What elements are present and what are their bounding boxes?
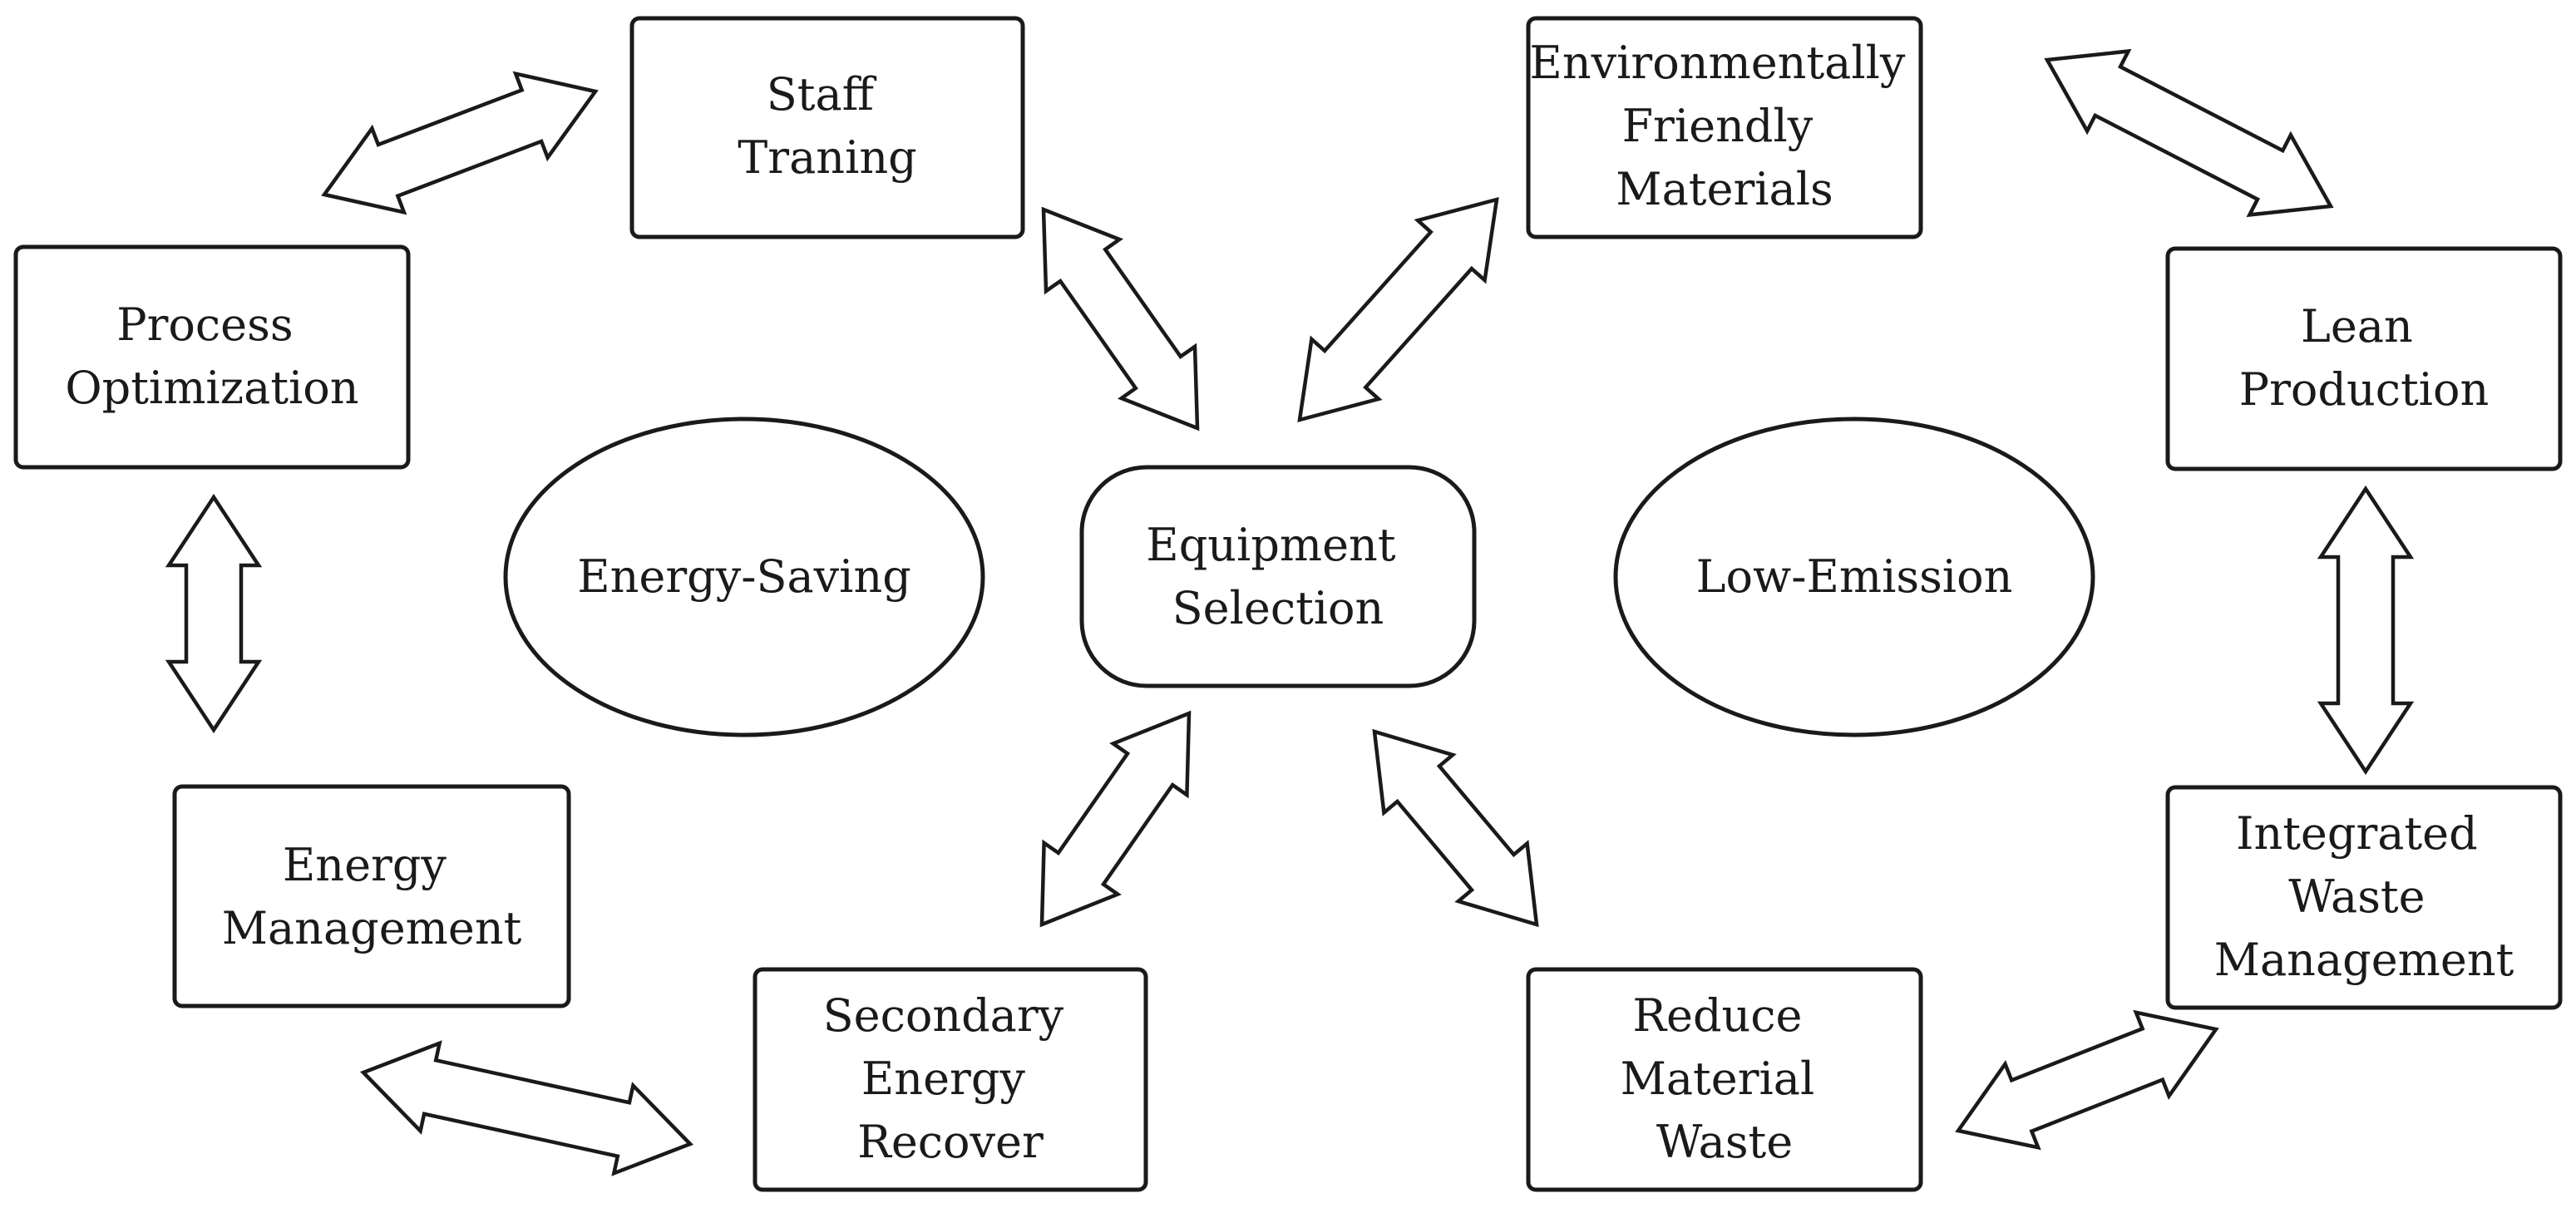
node-label-line: Production bbox=[2239, 363, 2490, 416]
node-low-emission: Low-Emission bbox=[1613, 417, 2095, 737]
node-lean-production: Lean Production bbox=[2165, 246, 2563, 471]
node-label-line: Materials bbox=[1616, 163, 1833, 215]
node-label-line: Energy bbox=[861, 1053, 1026, 1105]
node-label-line: Secondary bbox=[823, 989, 1064, 1042]
node-label-line: Traning bbox=[738, 131, 916, 184]
node-environmentally-friendly-materials: Environmentally Friendly Materials bbox=[1526, 16, 1923, 239]
arrow-lean-to-waste bbox=[2317, 485, 2415, 776]
node-label-line: Equipment bbox=[1146, 519, 1396, 571]
arrow-process-to-staff bbox=[321, 71, 599, 215]
node-energy-saving: Energy-Saving bbox=[503, 417, 985, 737]
arrow-reduce-waste-to-integrated bbox=[1955, 1009, 2219, 1151]
node-label-line: Material bbox=[1621, 1053, 1815, 1105]
node-staff-training: Staff Traning bbox=[629, 16, 1025, 239]
arrow-energy-management-to-secondary bbox=[360, 1040, 693, 1176]
svg-text:Staff Traning: Staff Traning bbox=[738, 68, 916, 184]
svg-text:Low-Emission: Low-Emission bbox=[1696, 550, 2013, 603]
svg-text:Energy-Saving: Energy-Saving bbox=[577, 550, 911, 603]
node-label-line: Lean bbox=[2301, 300, 2413, 353]
arrow-materials-to-equipment bbox=[1297, 196, 1499, 423]
arrow-staff-to-equipment bbox=[1041, 206, 1200, 431]
node-integrated-waste-management: Integrated Waste Management bbox=[2165, 785, 2563, 1010]
node-label-line: Low-Emission bbox=[1696, 550, 2013, 603]
svg-text:Integrated Waste M: Integrated Waste Management bbox=[2214, 807, 2514, 986]
node-energy-management: Energy Management bbox=[172, 784, 571, 1008]
node-reduce-material-waste: Reduce Material Waste bbox=[1526, 967, 1923, 1192]
node-secondary-energy-recover: Secondary Energy Recover bbox=[753, 967, 1148, 1192]
node-label-line: Energy bbox=[283, 839, 447, 891]
node-equipment-selection: Equipment Selection bbox=[1079, 465, 1477, 688]
svg-text:Environmentally Friendly: Environmentally Friendly Materials bbox=[1529, 37, 1919, 215]
node-label-line: Waste bbox=[2288, 870, 2425, 923]
svg-text:Process Optimization: Process Optimization bbox=[65, 298, 358, 414]
svg-text:Equipment Selection: Equipment Selection bbox=[1146, 519, 1409, 634]
arrow-process-to-energy-management bbox=[165, 493, 263, 734]
arrow-equipment-to-reduce-waste bbox=[1372, 728, 1539, 928]
arrow-secondary-to-equipment bbox=[1039, 710, 1192, 928]
node-label-line: Recover bbox=[857, 1116, 1044, 1168]
svg-text:Reduce Material Wa: Reduce Material Waste bbox=[1621, 989, 1829, 1168]
svg-text:Lean Production: Lean Production bbox=[2239, 300, 2490, 416]
node-label-line: Waste bbox=[1656, 1116, 1793, 1168]
node-label-line: Environmentally bbox=[1529, 37, 1905, 89]
svg-text:Energy Management: Energy Management bbox=[222, 839, 522, 954]
node-label-line: Management bbox=[2214, 934, 2514, 986]
node-label-line: Integrated bbox=[2236, 807, 2478, 860]
node-label-line: Process bbox=[116, 298, 293, 351]
node-label-line: Optimization bbox=[65, 362, 358, 414]
node-process-optimization: Process Optimization bbox=[13, 244, 411, 470]
node-label-line: Energy-Saving bbox=[577, 550, 911, 603]
arrow-materials-to-lean bbox=[2044, 48, 2334, 218]
node-label-line: Friendly bbox=[1622, 100, 1814, 152]
node-label-line: Selection bbox=[1172, 582, 1384, 634]
node-label-line: Management bbox=[222, 902, 522, 954]
node-label-line: Reduce bbox=[1632, 989, 1802, 1042]
svg-text:Secondary Energy R: Secondary Energy Recover bbox=[823, 989, 1078, 1168]
node-label-line: Staff bbox=[767, 68, 877, 121]
